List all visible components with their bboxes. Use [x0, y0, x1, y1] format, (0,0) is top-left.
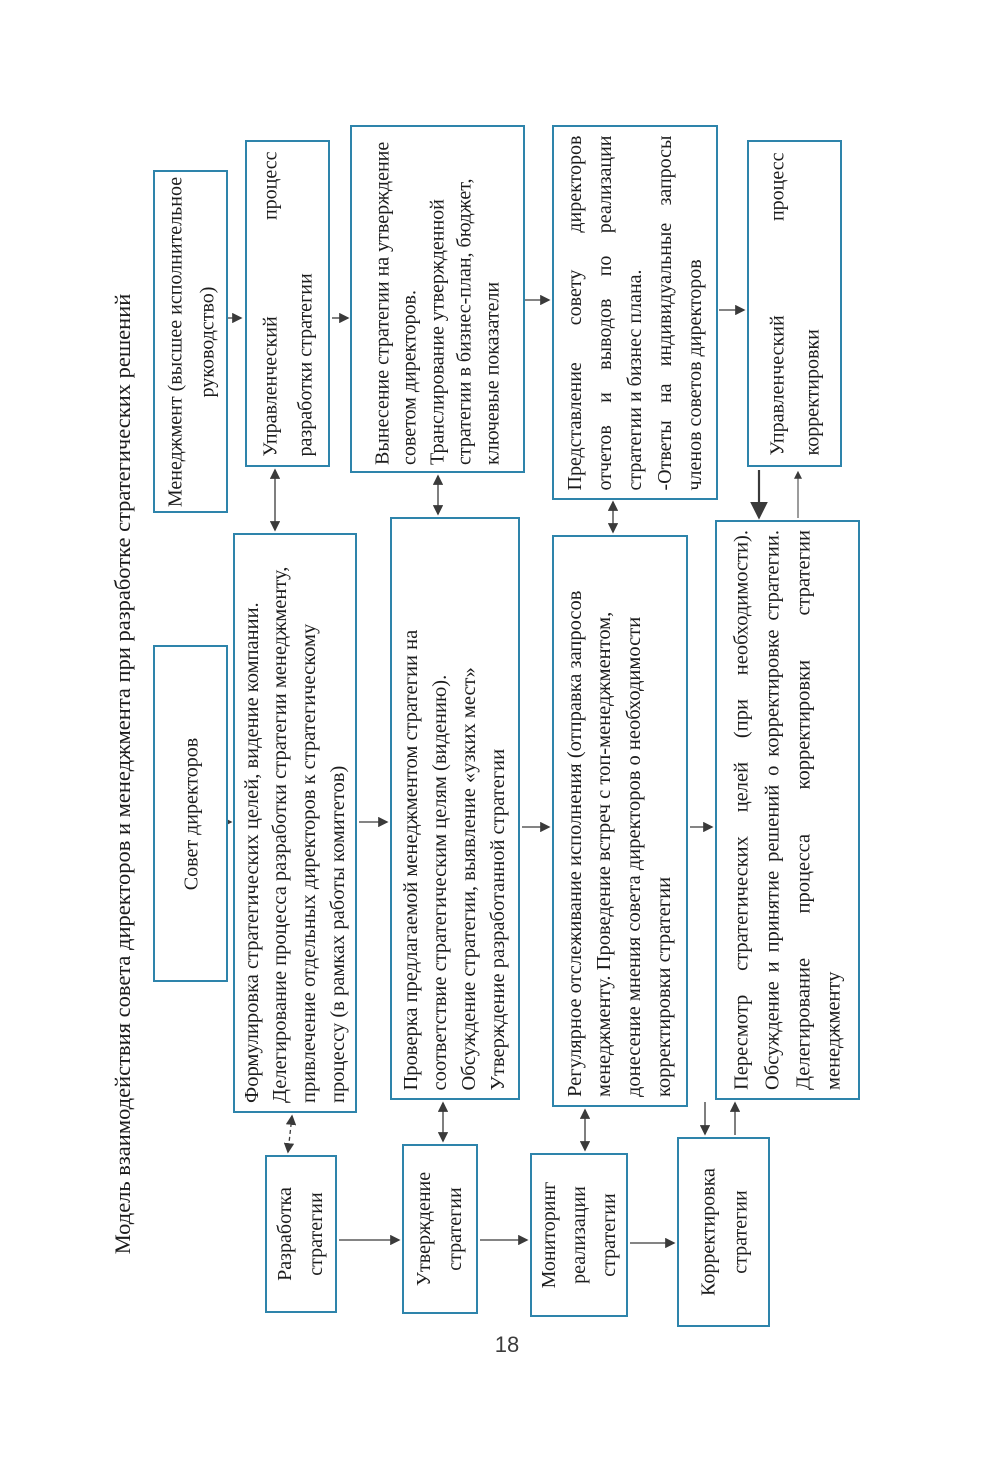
box-management-reporting: Представление совету директоров отчетов …	[552, 125, 718, 500]
box-board-formulate-goals-text: Формулировка стратегических целей, виден…	[240, 566, 349, 1103]
arrow-goals-stage1-dashed	[283, 1114, 297, 1154]
stage-approval: Утверждение стратегии	[402, 1144, 478, 1314]
lane-header-board: Совет директоров	[153, 645, 228, 982]
box-management-approval-submission: Вынесение стратегии на утверждение совет…	[350, 125, 525, 473]
box-board-monitor-text: Регулярное отслеживание исполнения (отпр…	[563, 590, 675, 1097]
lane-header-management: Менеджмент (высшее исполнительное руково…	[153, 170, 228, 513]
box-board-revise: Пересмотр стратегических целей (при необ…	[715, 520, 860, 1100]
stage-monitoring: Мониторинг реализации стратегии	[530, 1153, 628, 1317]
lane-header-management-text: Менеджмент (высшее исполнительное руково…	[163, 176, 218, 507]
stage-development-text: Разработка стратегии	[274, 1187, 327, 1281]
box-board-formulate-goals: Формулировка стратегических целей, виден…	[233, 533, 357, 1113]
page-number: 18	[494, 1332, 520, 1357]
box-management-adjustment-process: Управленческий процесс корректировки	[747, 140, 842, 467]
box-management-adjustment-process-text: Управленческий процесс корректировки	[765, 152, 823, 455]
box-board-review-approve: Проверка предлагаемой менеджментом страт…	[390, 517, 520, 1100]
page-title: Модель взаимодействия совета директоров …	[103, 215, 141, 1333]
stage-approval-text: Утверждение стратегии	[413, 1171, 466, 1287]
stage-adjustment: Корректировка стратегии	[677, 1137, 770, 1327]
box-management-reporting-text: Представление совету директоров отчетов …	[564, 135, 706, 490]
box-management-approval-submission-text: Вынесение стратегии на утверждение совет…	[370, 141, 503, 465]
page-title-text: Модель взаимодействия совета директоров …	[109, 293, 135, 1255]
stage-monitoring-text: Мониторинг реализации стратегии	[538, 1181, 620, 1289]
box-board-monitor: Регулярное отслеживание исполнения (отпр…	[552, 535, 688, 1107]
stage-development: Разработка стратегии	[265, 1155, 337, 1313]
box-board-review-approve-text: Проверка предлагаемой менеджментом страт…	[399, 629, 510, 1090]
box-management-dev-process-text: Управленческий процесс разработки страте…	[258, 151, 316, 456]
box-management-dev-process: Управленческий процесс разработки страте…	[245, 140, 330, 467]
box-board-revise-text: Пересмотр стратегических целей (при необ…	[730, 530, 845, 1090]
lane-header-board-text: Совет директоров	[179, 737, 202, 890]
stage-adjustment-text: Корректировка стратегии	[696, 1168, 751, 1296]
